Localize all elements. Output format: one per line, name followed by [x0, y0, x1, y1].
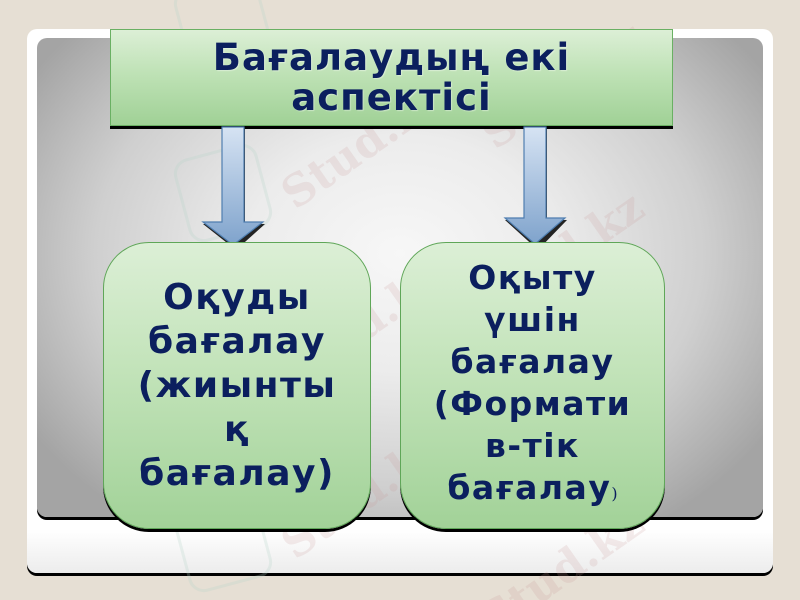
title-box: Бағалаудың екі аспектісі [110, 29, 673, 126]
box-right-main-text: Оқыту үшін бағалау (Формати в-тік бағала… [433, 257, 632, 507]
formative-assessment-box: Оқыту үшін бағалау (Формати в-тік бағала… [400, 242, 665, 529]
arrow-down-icon [503, 126, 567, 248]
slide-title: Бағалаудың екі аспектісі [212, 35, 571, 119]
box-left-text: Оқуды бағалау (жиынты қ бағалау) [137, 276, 337, 494]
summative-assessment-box: Оқуды бағалау (жиынты қ бағалау) [103, 242, 371, 529]
box-right-closing-paren: ) [611, 483, 618, 503]
box-right-text: Оқыту үшін бағалау (Формати в-тік бағала… [434, 257, 632, 515]
arrow-down-icon [201, 126, 265, 248]
